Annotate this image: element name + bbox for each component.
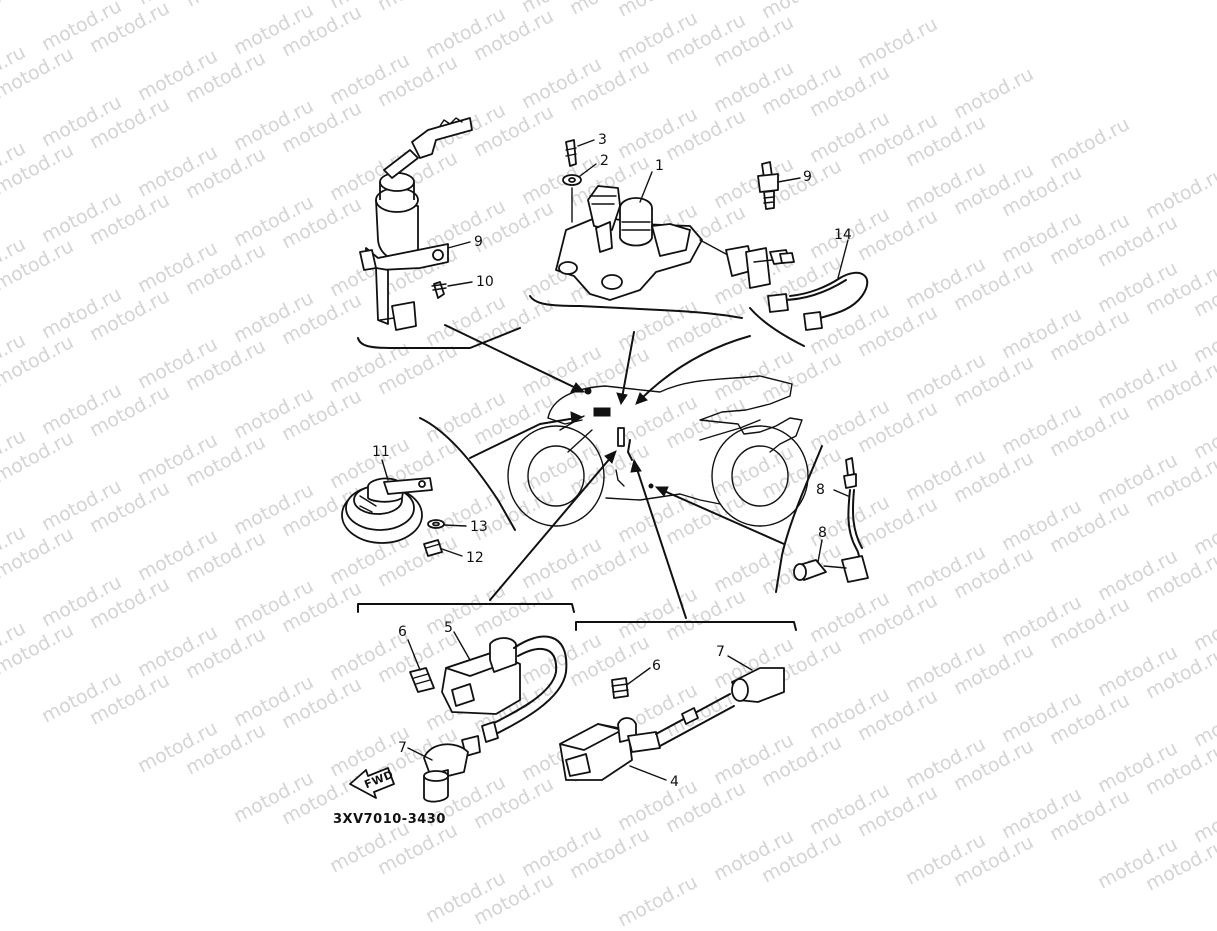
callout-1: 1 (655, 158, 664, 174)
bracket-coil-left (357, 603, 575, 613)
callout-12: 10 (476, 274, 494, 290)
bracket-horn (419, 417, 516, 531)
lead-part-16 (767, 271, 869, 331)
callout-4: 4 (670, 774, 679, 790)
main-switch-part (359, 117, 473, 331)
callout-15: 13 (470, 519, 488, 535)
group-brackets (357, 295, 823, 631)
relay-assembly-part (555, 139, 795, 301)
callout-6-left: 6 (398, 624, 407, 640)
callout-11: 9 (474, 234, 483, 250)
callout-7-right: 7 (716, 644, 725, 660)
callout-2: 2 (600, 153, 609, 169)
callout-8: 8 (818, 525, 827, 541)
callout-9: 9 (803, 169, 812, 185)
ignition-coil-left (409, 635, 568, 803)
motorcycle-outline (507, 375, 809, 527)
forward-direction-indicator: FWD (349, 767, 395, 799)
callout-3: 3 (598, 132, 607, 148)
callout-10: 8 (816, 482, 825, 498)
horn-part (341, 477, 445, 557)
sensor-part-9 (757, 161, 779, 210)
sender-part-8-10 (793, 457, 869, 583)
callout-5: 5 (444, 620, 453, 636)
leader-lines (444, 324, 785, 619)
ignition-coil-right (559, 667, 785, 781)
bracket-coil-right (575, 621, 797, 631)
bracket-lead (749, 307, 805, 347)
bracket-relay (529, 295, 743, 319)
callout-13: 11 (372, 444, 390, 460)
callout-7-left: 7 (398, 740, 407, 756)
callout-16: 14 (834, 227, 852, 243)
drawing-code: 3XV7010-3430 (333, 812, 446, 827)
callout-14: 12 (466, 550, 484, 566)
bracket-sensor (775, 445, 823, 593)
callout-labels: 3 2 1 9 14 9 10 11 13 12 8 8 6 5 (372, 132, 852, 790)
bracket-main-switch (357, 327, 521, 349)
callout-6-right: 6 (652, 658, 661, 674)
